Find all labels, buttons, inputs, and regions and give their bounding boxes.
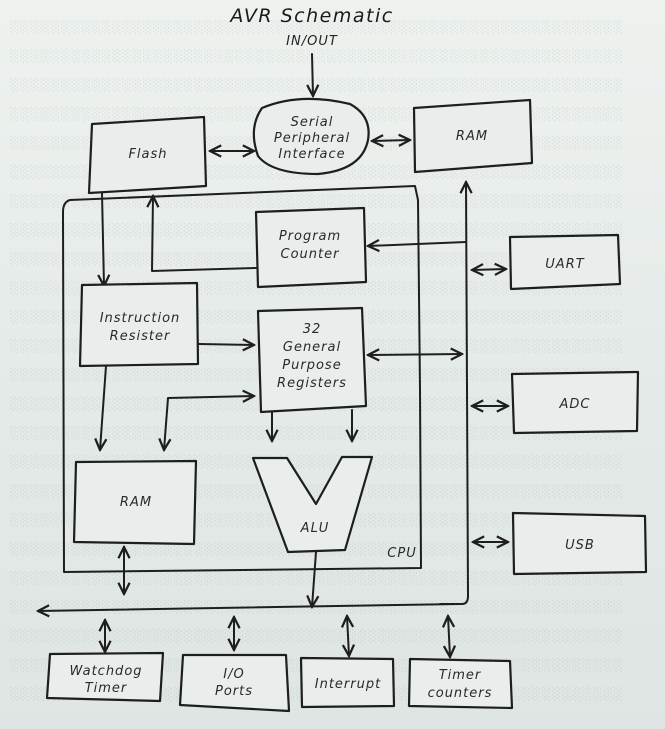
ir-label-2: Resister	[110, 329, 171, 344]
alu-label: ALU	[300, 521, 330, 536]
cpu-boundary	[62, 185, 422, 573]
ir-label-1: Instruction	[100, 311, 181, 326]
gpr-ram-arrow	[164, 396, 254, 450]
io-arrow	[312, 53, 313, 96]
pc-to-flash-arrow	[152, 196, 257, 272]
program-counter-block: Program Counter	[254, 206, 368, 289]
interrupt-block: Interrupt	[299, 656, 396, 709]
ir-to-ram-arrow	[100, 365, 106, 450]
ir-to-gpr-arrow	[198, 344, 254, 345]
bottom-bus-line	[38, 603, 461, 611]
gpr-label-1: 32	[303, 322, 322, 337]
ram-cpu-block: RAM	[72, 459, 198, 546]
spi-block: Serial Peripheral Interface	[252, 97, 370, 176]
usb-block: USB	[511, 511, 648, 576]
interrupt-arrow	[347, 616, 349, 656]
uart-arrow	[472, 269, 506, 270]
gpr-label-4: Registers	[277, 376, 347, 391]
ram-cpu-label: RAM	[120, 495, 152, 510]
uart-label: UART	[545, 257, 584, 272]
spi-label-2: Peripheral	[274, 131, 350, 146]
interrupt-label: Interrupt	[315, 677, 381, 692]
usb-label: USB	[565, 538, 595, 553]
gp-registers-block: 32 General Purpose Registers	[256, 306, 368, 414]
ram-top-block: RAM	[412, 98, 534, 174]
watchdog-label-1: Watchdog	[69, 664, 142, 679]
timer-counters-block: Timer counters	[407, 657, 514, 710]
cpu-label: CPU	[387, 546, 416, 561]
instruction-register-block: Instruction Resister	[78, 281, 200, 368]
spi-ram-arrow	[372, 140, 410, 141]
gpr-bus-arrow	[368, 354, 462, 355]
spi-label-1: Serial	[291, 115, 334, 130]
watchdog-label-2: Timer	[85, 681, 128, 696]
watchdog-timer-block: Watchdog Timer	[45, 651, 165, 703]
gpr-label-2: General	[283, 340, 341, 355]
alu-to-bus-arrow	[312, 551, 316, 607]
io-ports-block: I/O Ports	[178, 653, 291, 713]
timer-arrow	[448, 616, 450, 657]
bus-to-pc-arrow	[368, 242, 467, 246]
uart-block: UART	[508, 233, 622, 291]
flash-block: Flash	[87, 115, 208, 195]
alu-block: ALU	[251, 455, 374, 554]
diagram-title: AVR Schematic	[228, 5, 393, 27]
gpr-label-3: Purpose	[282, 358, 341, 373]
pc-label-2: Counter	[281, 247, 341, 262]
pc-label-1: Program	[279, 229, 341, 244]
right-bus-line	[439, 182, 468, 605]
flash-label: Flash	[128, 147, 167, 162]
timer-label-2: counters	[428, 686, 493, 701]
adc-label: ADC	[559, 397, 591, 412]
spi-label-3: Interface	[278, 147, 345, 162]
io-label: IN/OUT	[286, 34, 338, 49]
ram-top-label: RAM	[456, 129, 488, 144]
io-ports-label-1: I/O	[223, 667, 244, 682]
flash-to-ir-arrow	[102, 192, 104, 286]
io-ports-label-2: Ports	[215, 684, 253, 699]
timer-label-1: Timer	[439, 668, 482, 683]
adc-block: ADC	[510, 370, 640, 435]
